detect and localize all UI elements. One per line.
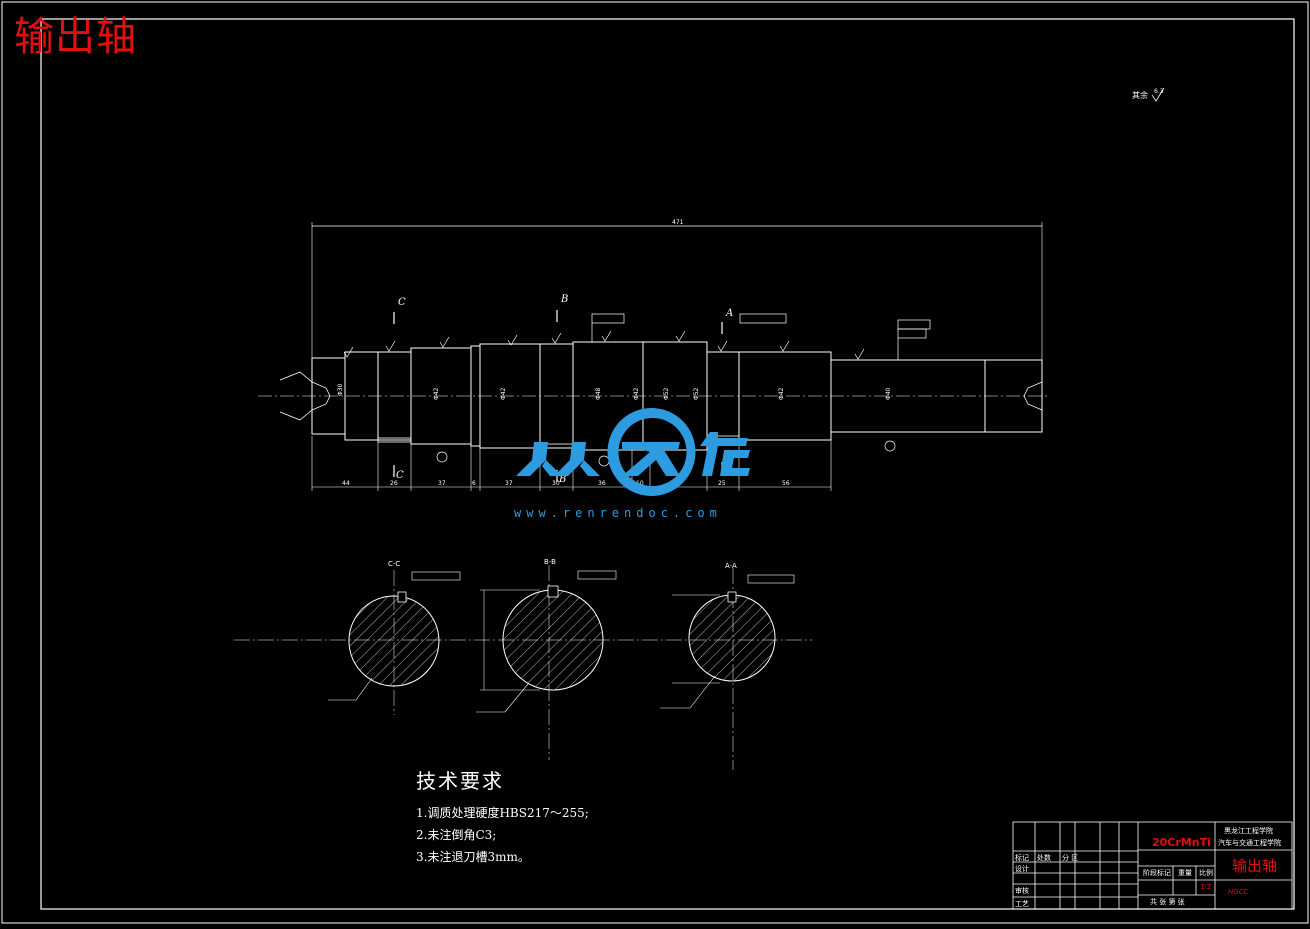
dimension-value: 25 (718, 480, 726, 487)
title-block-mark-label: 标记 (1015, 854, 1029, 862)
technical-requirements: 技术要求 1.调质处理硬度HBS217～255; 2.未注倒角C3; 3.未注退… (416, 765, 589, 868)
tolerance-frames (591, 313, 931, 360)
roughness-note: 其余 6.3 (1132, 87, 1165, 102)
title-block (1012, 821, 1293, 910)
dimension-value: 56 (782, 480, 790, 487)
section-label: B-B (544, 558, 556, 566)
title-block-scale-label: 比例 (1199, 869, 1213, 877)
title-block-drawing-number: HGCC (1228, 888, 1249, 896)
section-leaders (328, 675, 716, 713)
title-block-process-label: 工艺 (1015, 900, 1029, 908)
section-a-a: A-A (672, 562, 795, 770)
roughness-note-value: 6.3 (1154, 88, 1164, 95)
dimension-value: 37 (505, 480, 513, 487)
diameter-label: Φ48 (595, 387, 602, 400)
diameter-label: Φ40 (885, 387, 892, 400)
dimension-value: 44 (342, 480, 350, 487)
title-block-school-line1: 黑龙江工程学院 (1224, 827, 1273, 835)
center-holes (279, 371, 1043, 421)
diameter-label: Φ52 (663, 387, 670, 400)
title-block-scale-value: 1:2 (1200, 883, 1212, 891)
dimension-value: 30 (552, 480, 560, 487)
technical-requirements-heading: 技术要求 (416, 769, 504, 793)
surface-finish-marks (343, 330, 865, 360)
cut-letter: B (558, 474, 566, 485)
overall-length-value: 471 (672, 219, 684, 226)
section-label: A-A (725, 562, 737, 570)
title-block-stage-label: 阶段标记 (1143, 869, 1171, 877)
diameter-label: Φ42 (633, 387, 640, 400)
section-label: C-C (388, 560, 400, 568)
title-block-count-label: 处数 (1037, 854, 1051, 862)
cut-letter: B (560, 294, 568, 305)
title-block-part-name: 输出轴 (1232, 857, 1278, 875)
section-c-c: C-C (348, 560, 461, 715)
inner-frame (40, 18, 1295, 910)
title-block-weight-label: 重量 (1178, 869, 1192, 877)
title-block-school-line2: 汽车与交通工程学院 (1218, 839, 1281, 847)
cut-letter: A (725, 308, 733, 319)
overall-length-dimension: 471 (311, 219, 1043, 362)
watermark-url: www.renrendoc.com (514, 506, 722, 520)
dimension-value: 10 (636, 480, 644, 487)
dimension-value: 36 (598, 480, 606, 487)
title-block-zone-label: 分 区 (1062, 854, 1079, 862)
roughness-symbol-icon (1151, 87, 1165, 102)
diameter-labels: Φ30 Φ42 Φ42 Φ48 Φ42 Φ52 Φ52 Φ42 Φ40 (337, 383, 892, 400)
cut-letter: C (398, 297, 406, 308)
diameter-label: Φ30 (337, 383, 344, 396)
diameter-label: Φ42 (433, 387, 440, 400)
title-block-check-label: 审核 (1015, 887, 1029, 895)
title-block-design-label: 设计 (1015, 865, 1029, 873)
title-block-material: 20CrMnTi (1152, 836, 1211, 849)
technical-requirement-item: 2.未注倒角C3; (416, 828, 497, 842)
diameter-label: Φ42 (778, 387, 785, 400)
roughness-note-label: 其余 (1132, 90, 1148, 100)
cut-letter: C (396, 470, 404, 481)
watermark-logo-icon (516, 408, 750, 496)
technical-requirement-item: 1.调质处理硬度HBS217～255; (416, 806, 589, 820)
dimension-value: 6 (472, 480, 476, 487)
technical-requirement-item: 3.未注退刀槽3mm。 (416, 850, 530, 864)
page-title: 输出轴 (14, 14, 137, 60)
section-b-b: B-B (480, 558, 617, 760)
title-block-sheet-info: 共 张 第 张 (1150, 898, 1185, 906)
dimension-value: 37 (438, 480, 446, 487)
dimension-value: 26 (390, 480, 398, 487)
diameter-label: Φ52 (693, 387, 700, 400)
diameter-label: Φ42 (500, 387, 507, 400)
